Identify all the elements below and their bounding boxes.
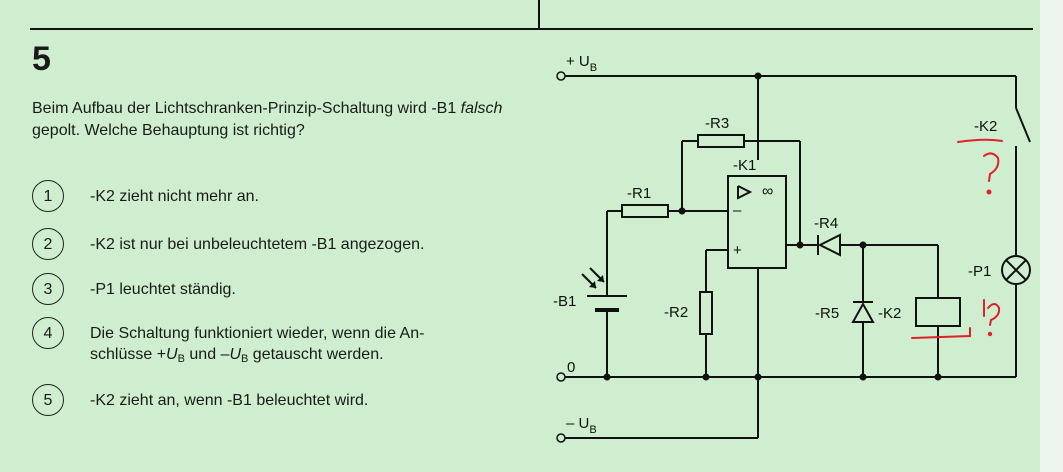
label-opamp-minus: – (733, 202, 742, 219)
answer-option-2[interactable]: 2 -K2 ist nur bei unbeleuchtetem -B1 ang… (32, 228, 512, 268)
page-edge (1040, 0, 1063, 472)
answer-option-1[interactable]: 1 -K2 zieht nicht mehr an. (32, 180, 512, 220)
label-r4: -R4 (814, 215, 838, 232)
top-rule (30, 28, 1033, 30)
junction-dot (934, 373, 942, 381)
question-number: 5 (32, 40, 51, 78)
junction-dot (859, 373, 867, 381)
answer-text-symbol: U (166, 346, 178, 363)
answer-number-circle: 1 (32, 180, 64, 212)
label-r1: -R1 (627, 185, 651, 202)
answer-text-part: getauscht werden. (248, 346, 384, 363)
answer-text: -P1 leuchtet ständig. (90, 281, 236, 298)
answer-text-symbol: U (229, 346, 241, 363)
label-k1: -K1 (733, 157, 756, 174)
resistor-r2-symbol (699, 291, 713, 335)
junction-dot (702, 373, 710, 381)
answer-option-5[interactable]: 5 -K2 zieht an, wenn -B1 beleuchtet wird… (32, 384, 512, 424)
label-k2-coil: -K2 (878, 305, 901, 322)
answer-number-circle: 2 (32, 228, 64, 260)
junction-dot (603, 373, 611, 381)
answer-option-4[interactable]: 4 Die Schaltung funktioniert wieder, wen… (32, 317, 512, 373)
relay-coil-k2-symbol (915, 297, 961, 327)
question-text-pre: Beim Aufbau der Lichtschranken-Prinzip-S… (32, 100, 461, 117)
junction-dot (754, 72, 762, 80)
terminal-plus-ub (556, 71, 566, 81)
junction-dot (859, 241, 867, 249)
label-minus-ub: – UB (566, 415, 597, 436)
terminal-zero (556, 372, 566, 382)
answer-number-circle: 4 (32, 317, 64, 349)
resistor-r3-symbol (697, 134, 745, 148)
label-opamp-plus: + (733, 242, 742, 259)
answer-text-part: schlüsse + (90, 346, 167, 363)
answer-text-line-1: Die Schaltung funktioniert wieder, wenn … (90, 325, 425, 342)
answer-text: -K2 ist nur bei unbeleuchtetem -B1 angez… (90, 236, 425, 253)
answer-number-circle: 5 (32, 384, 64, 416)
question-text-emphasis: falsch (460, 100, 503, 117)
question-text-post: gepolt. Welche Behauptung ist richtig? (32, 122, 305, 139)
answer-option-3[interactable]: 3 -P1 leuchtet ständig. (32, 273, 512, 313)
resistor-r1-symbol (621, 204, 669, 218)
label-plus-ub: + UB (566, 53, 597, 74)
answer-text-part: und – (184, 346, 230, 363)
label-r2: -R2 (664, 304, 688, 321)
terminal-minus-ub (556, 433, 566, 443)
top-divider-tick (538, 0, 540, 29)
handwritten-annotation (911, 138, 1003, 339)
question-text: Beim Aufbau der Lichtschranken-Prinzip-S… (32, 98, 532, 142)
label-r5: -R5 (815, 305, 839, 322)
answer-text: Die Schaltung funktioniert wieder, wenn … (90, 323, 510, 370)
label-opamp-infinity: ∞ (762, 183, 773, 200)
label-p1: -P1 (968, 263, 991, 280)
answer-text-subscript: B (241, 353, 249, 365)
answer-text-subscript: B (177, 353, 185, 365)
junction-dot (678, 207, 686, 215)
label-b1: -B1 (553, 293, 576, 310)
junction-dot (754, 373, 762, 381)
answer-text: -K2 zieht an, wenn -B1 beleuchtet wird. (90, 392, 369, 409)
label-r3: -R3 (705, 115, 729, 132)
label-k2-contact: -K2 (974, 118, 997, 135)
label-zero: 0 (567, 359, 575, 376)
answer-number-circle: 3 (32, 273, 64, 305)
junction-dot (796, 241, 804, 249)
answer-text: -K2 zieht nicht mehr an. (90, 188, 259, 205)
